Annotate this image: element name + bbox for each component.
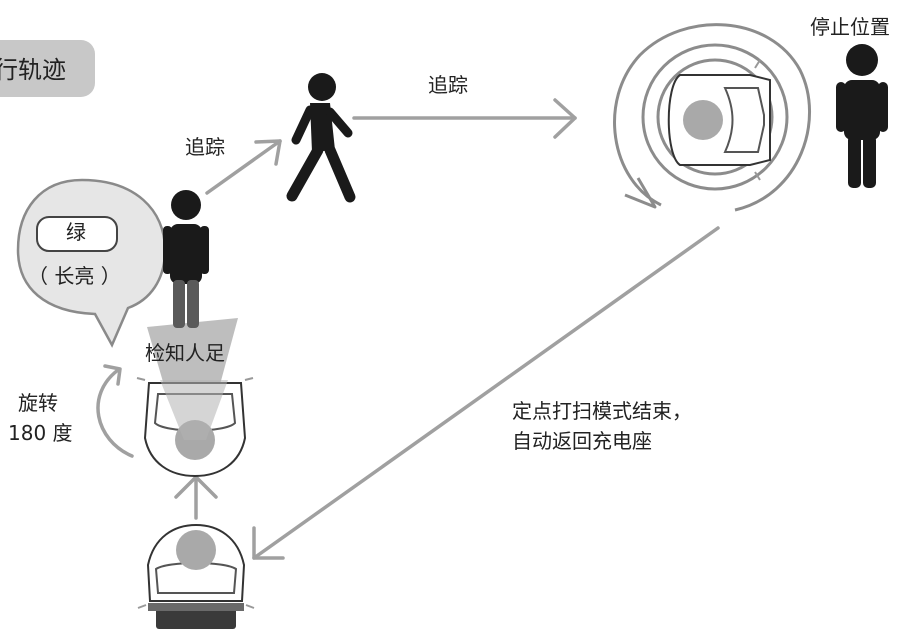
track-label-2: 追踪 <box>428 73 468 97</box>
up-arrow <box>174 475 218 520</box>
walking-person <box>286 73 356 203</box>
status-bubble <box>16 178 167 348</box>
track-arrow-1 <box>205 139 282 195</box>
charging-robot <box>137 523 255 629</box>
rotate-arrow <box>96 364 134 458</box>
bubble-color-label: 绿 <box>66 220 86 244</box>
stop-person <box>836 44 888 188</box>
standing-person <box>163 190 209 328</box>
track-label-1: 追踪 <box>185 135 225 159</box>
bubble-state-label: （ 长亮 ） <box>28 264 121 288</box>
stop-position-label: 停止位置 <box>810 15 890 39</box>
track-arrow-2 <box>352 98 577 139</box>
spot-spiral <box>613 23 812 212</box>
detection-cone <box>147 318 238 440</box>
return-arrow <box>252 226 720 560</box>
spot-robot <box>667 59 771 181</box>
detect-foot-label: 检知人足 <box>145 341 225 365</box>
color-box <box>36 216 118 252</box>
rotate-label-line1: 旋转 <box>18 391 58 415</box>
title-tab-label: 行轨迹 <box>0 56 66 84</box>
end-text-line2: 自动返回充电座 <box>512 429 652 453</box>
rotate-label-line2: 180 度 <box>8 421 73 445</box>
title-tab <box>0 40 95 97</box>
end-text-line1: 定点打扫模式结束， <box>512 399 692 423</box>
